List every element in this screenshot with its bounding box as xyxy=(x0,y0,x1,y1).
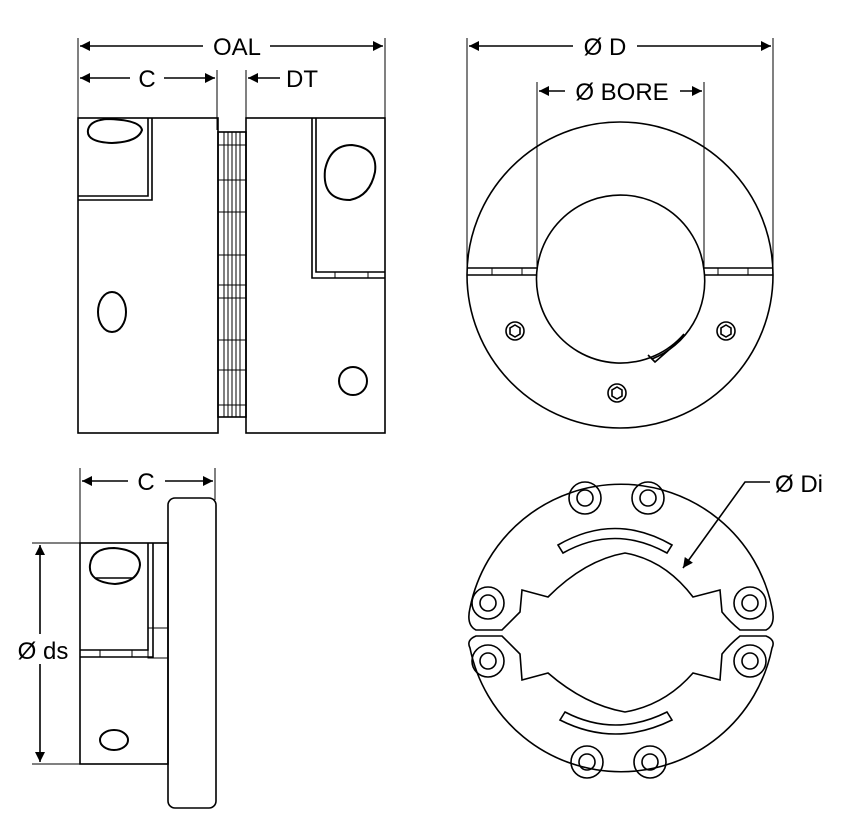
side-view: C Ø ds xyxy=(18,468,217,809)
d-dimension: Ø D xyxy=(469,34,771,61)
ds-dimension: Ø ds xyxy=(18,545,69,762)
bore-label: Ø BORE xyxy=(575,79,668,106)
c-dimension-side: C xyxy=(82,469,213,496)
disc-element-view: Ø Di xyxy=(468,471,823,779)
di-dimension: Ø Di xyxy=(682,471,823,569)
dt-label: DT xyxy=(286,66,318,93)
set-screw-bottom xyxy=(607,383,627,403)
d-label: Ø D xyxy=(584,34,627,61)
right-hub xyxy=(245,117,386,434)
disc-lower-half xyxy=(468,635,774,773)
left-hub xyxy=(77,117,219,434)
di-label: Ø Di xyxy=(775,471,823,498)
bore-dimension: Ø BORE xyxy=(539,79,702,106)
oal-label: OAL xyxy=(213,34,261,61)
disc-upper-half xyxy=(468,483,774,631)
c-dimension-top: C xyxy=(80,66,215,93)
set-screw-left xyxy=(505,321,525,341)
end-view: Ø D Ø BORE xyxy=(466,34,774,429)
front-view: OAL C DT xyxy=(77,34,386,434)
oal-dimension: OAL xyxy=(80,34,383,61)
disc-bolt-holes xyxy=(471,481,767,779)
dt-dimension: DT xyxy=(248,66,318,93)
flange xyxy=(167,497,217,809)
c-label-top: C xyxy=(138,66,155,93)
ds-label: Ø ds xyxy=(18,638,69,665)
c-label-side: C xyxy=(137,469,154,496)
set-screw-right xyxy=(716,321,736,341)
bore-with-keyway xyxy=(535,194,706,364)
disc-pack xyxy=(217,131,247,418)
